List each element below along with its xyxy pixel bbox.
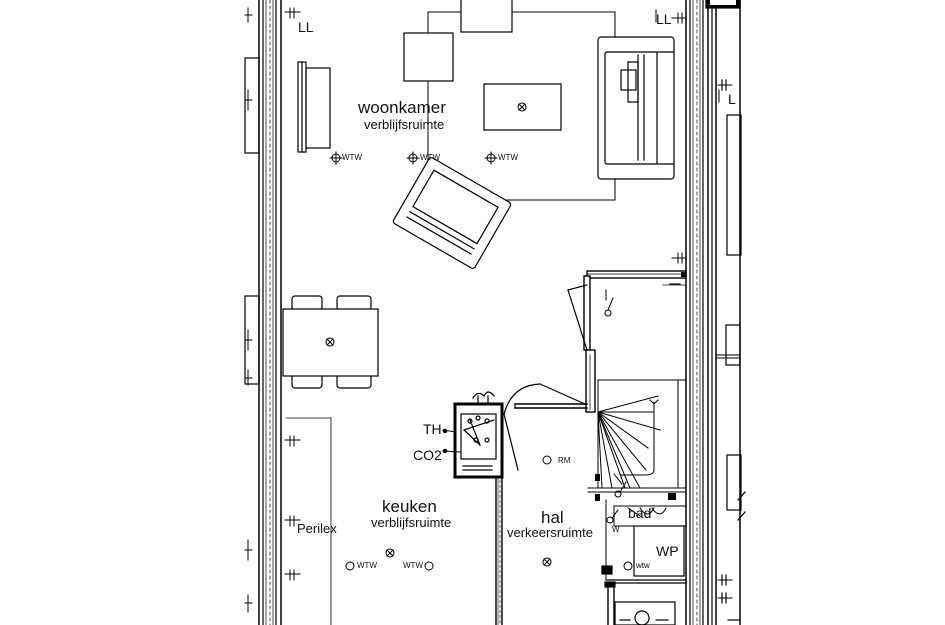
room-type-woonkamer: verblijfsruimte xyxy=(364,117,445,132)
wp-label: WP xyxy=(656,543,679,559)
room-type-hal: verkeersruimte xyxy=(507,525,593,540)
ll-label-right: LL xyxy=(656,11,672,27)
left-window-woonkamer xyxy=(244,57,331,154)
th-co2-leads xyxy=(442,428,461,454)
right-edge-details xyxy=(715,79,746,621)
wtw-label-1: WTW xyxy=(342,153,362,162)
wtw-label-2: WTW xyxy=(420,153,440,162)
sofa xyxy=(597,36,675,180)
switch-symbols xyxy=(604,289,627,524)
staircase xyxy=(587,379,687,493)
l-edge-label: L xyxy=(728,91,736,107)
side-chair-left xyxy=(403,32,454,82)
wtw-label-kitchen-2: WTW xyxy=(403,561,423,570)
left-exterior-wall xyxy=(258,0,282,625)
room-name-keuken: keuken xyxy=(382,497,437,516)
kitchen-counter-outline xyxy=(285,417,332,625)
room-type-keuken: verblijfsruimte xyxy=(371,515,452,530)
wtw-valve-symbols xyxy=(329,151,633,571)
left-window-dining xyxy=(244,295,260,385)
hal-keuken-wall xyxy=(495,383,588,625)
kitchen-installation-box xyxy=(453,391,504,479)
bad-label: bad xyxy=(628,505,652,521)
ll-ticks xyxy=(655,9,720,103)
room-name-hal: hal xyxy=(541,508,564,527)
stair-enclosure xyxy=(567,270,687,413)
wp-cupboard xyxy=(601,499,687,625)
wtw-label-3: WTW xyxy=(498,153,518,162)
side-chair-top xyxy=(460,0,513,33)
lamp-symbols xyxy=(325,102,552,567)
wtw-label-hal: wtw xyxy=(636,561,650,570)
armchair xyxy=(392,157,512,269)
stair-corner-blocks xyxy=(595,272,686,501)
right-inner-sockets xyxy=(671,12,687,264)
left-wall-ticks xyxy=(244,7,253,613)
th-label: TH xyxy=(423,421,442,437)
ll-label-left: LL xyxy=(298,19,314,35)
co2-label: CO2 xyxy=(413,447,442,463)
wtw-label-kitchen-1: WTW xyxy=(357,561,377,570)
rm-label: RM xyxy=(558,456,571,465)
room-name-woonkamer: woonkamer xyxy=(358,98,446,117)
top-right-block-inner xyxy=(710,0,736,5)
w-label: W xyxy=(612,525,620,534)
perilex-label: Perilex xyxy=(297,521,337,536)
